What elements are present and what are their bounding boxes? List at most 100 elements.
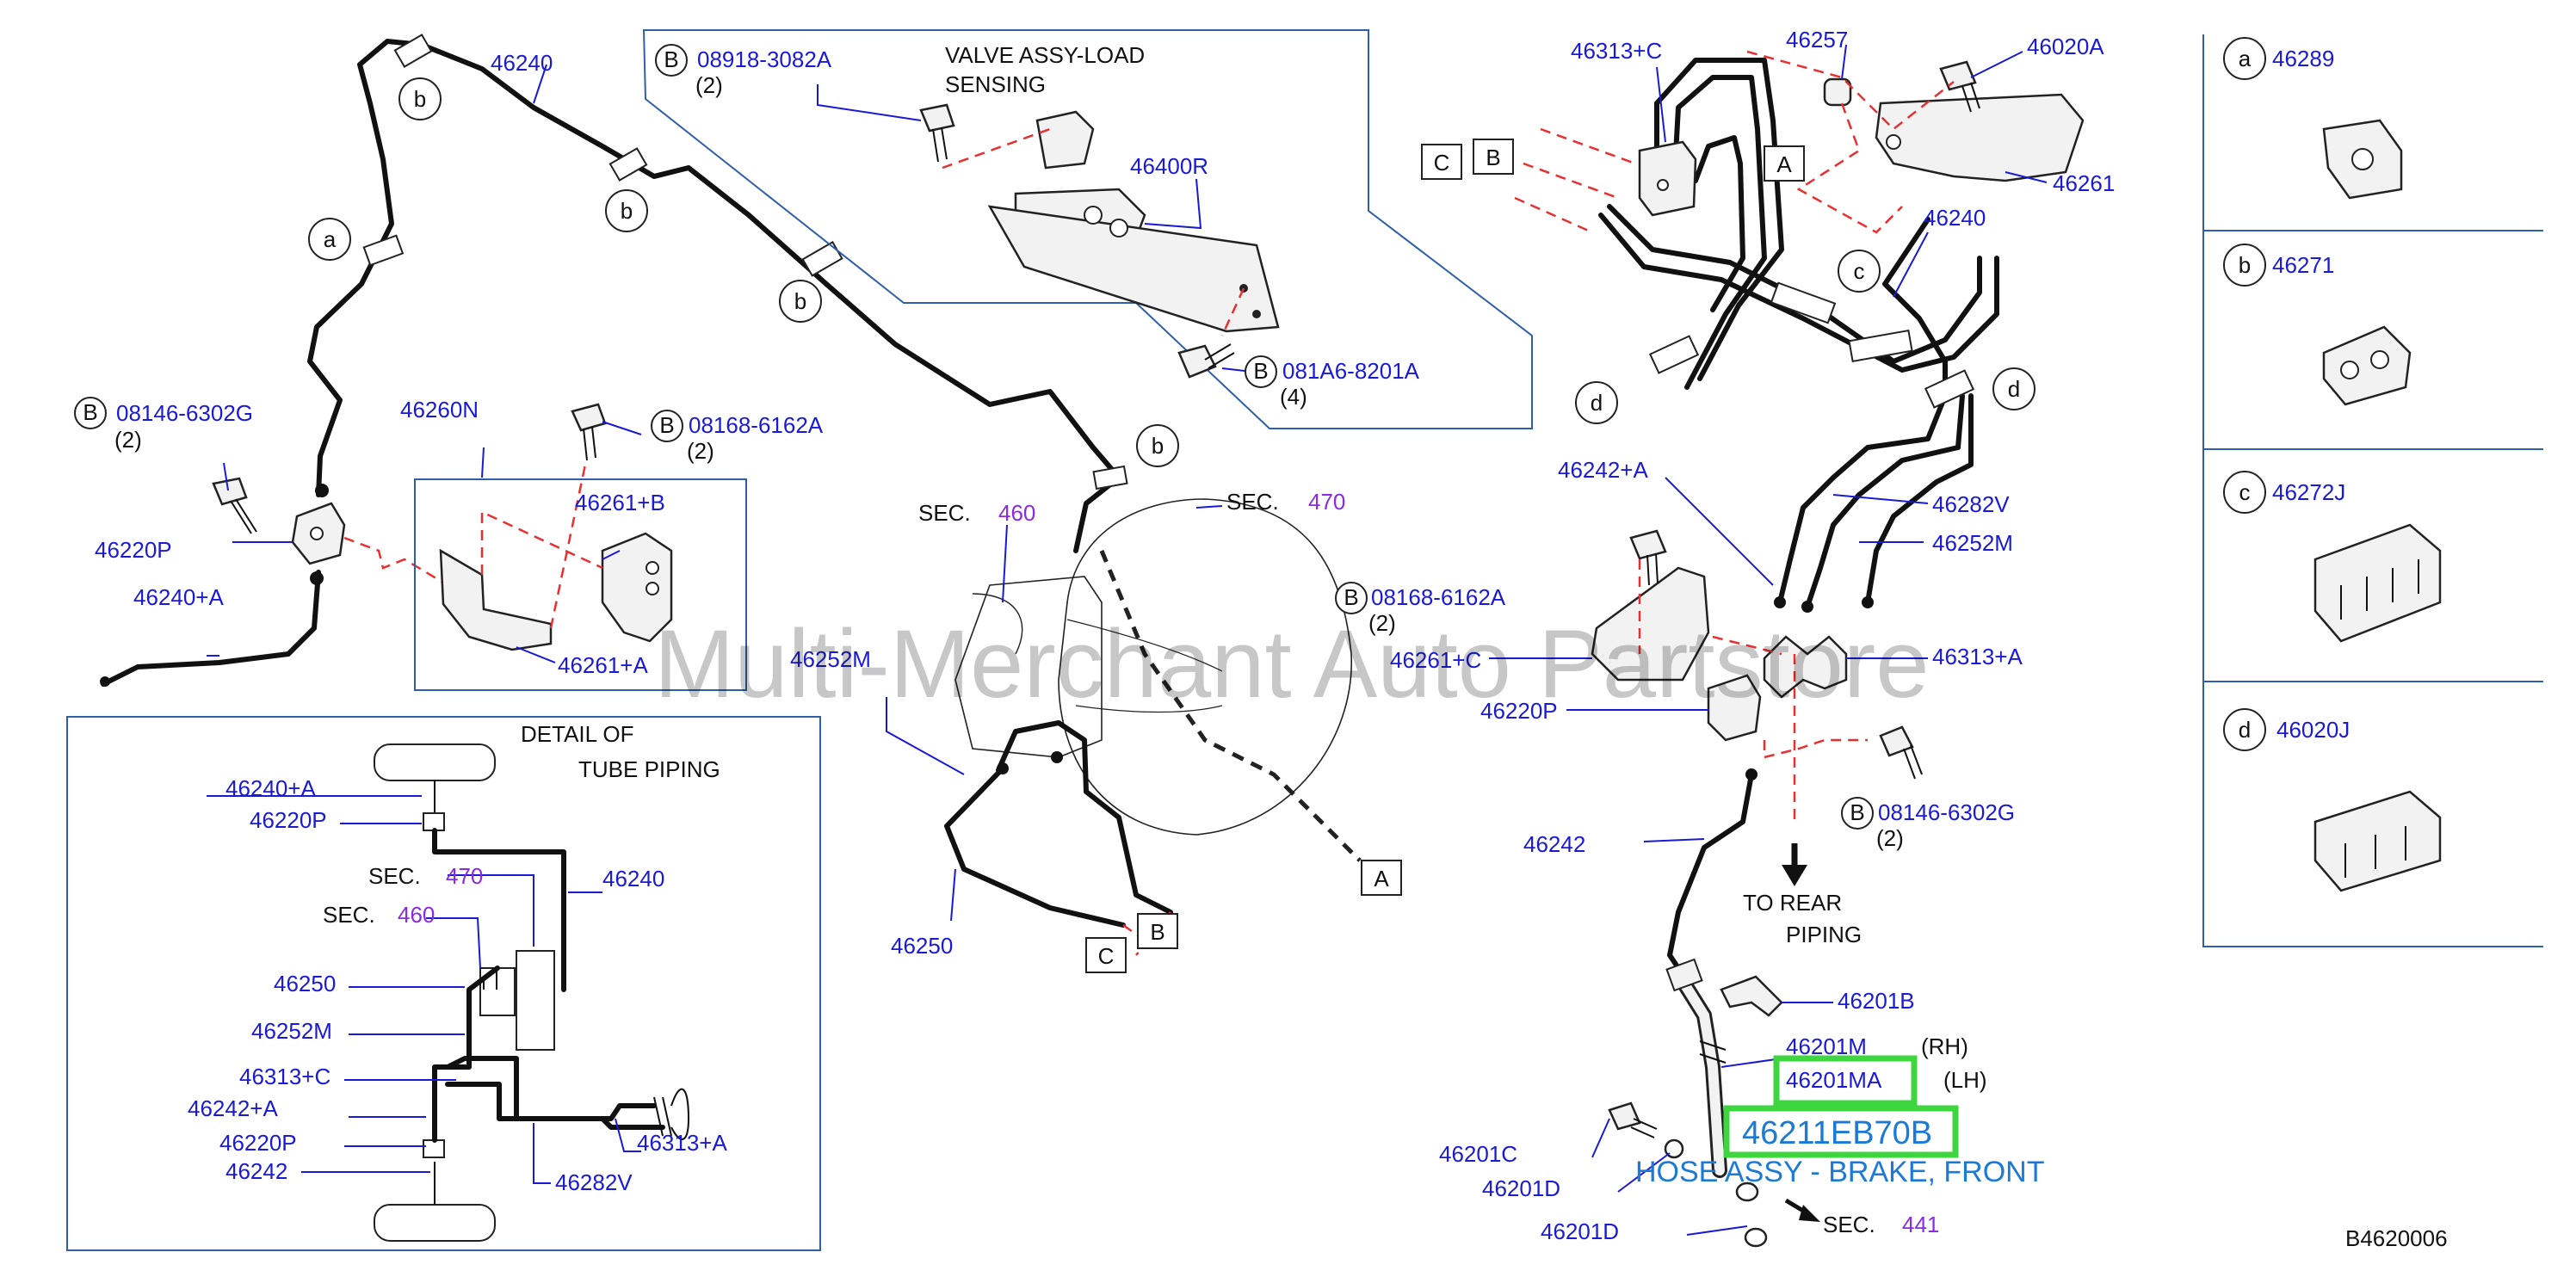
highlight-46201ma-box — [1773, 1055, 1918, 1107]
center-tube-242: 46242 — [1523, 831, 1585, 857]
detail-right-46240: 46240 — [602, 866, 664, 891]
right-sec441-num: 441 — [1902, 1212, 1939, 1237]
callout-box-a: A — [1776, 151, 1792, 177]
callout-box-c: C — [1098, 943, 1115, 969]
valve-assy-box — [642, 29, 1533, 429]
right-bolt: 08146-6302G — [1878, 799, 2015, 825]
callout-b: b — [1152, 433, 1164, 459]
right-rear-line1: TO REAR — [1743, 890, 1842, 916]
bracket-46260n — [439, 464, 673, 651]
detail-label-46252m: 46252M — [251, 1018, 332, 1044]
clip-b-icon — [393, 34, 433, 68]
left-connector: 46220P — [95, 537, 172, 563]
right-bolt-qty: (2) — [1876, 825, 1904, 851]
right-46257: 46257 — [1786, 27, 1848, 52]
right-46201m: 46201M — [1786, 1033, 1867, 1059]
right-lh: (LH) — [1943, 1067, 1987, 1093]
detail-label-46250: 46250 — [274, 971, 336, 996]
right-46242a: 46242+A — [1558, 457, 1648, 483]
callout-b: b — [794, 288, 806, 314]
clip-b-icon — [608, 147, 648, 182]
clip-46271-icon — [2322, 325, 2412, 406]
left-tube-top: 46240 — [491, 50, 553, 76]
bolt-icon — [571, 403, 607, 461]
bolt-marker-b: B — [1253, 358, 1268, 384]
detail-schematic — [374, 743, 690, 1242]
table-part-46020j: 46020J — [2276, 717, 2350, 743]
callout-a: a — [324, 226, 337, 252]
bolt-icon — [1939, 60, 1980, 113]
bolt-marker-b: B — [83, 399, 97, 425]
left-bracket-a: 46261+A — [558, 652, 648, 678]
diagram-code: B4620006 — [2345, 1225, 2448, 1251]
detail-right-46313a: 46313+A — [637, 1130, 727, 1156]
clip-46201b-icon — [1720, 975, 1783, 1017]
right-46252m: 46252M — [1932, 530, 2013, 556]
center-bracket-c: 46261+C — [1390, 647, 1481, 673]
valve-bolt-bottom: 081A6-8201A — [1282, 358, 1420, 384]
left-tube-group — [100, 34, 1128, 687]
callout-b: b — [621, 198, 633, 224]
right-46201d-b: 46201D — [1541, 1218, 1619, 1244]
right-46261: 46261 — [2053, 170, 2115, 196]
valve-bracket: 46400R — [1130, 153, 1208, 179]
right-46240: 46240 — [1924, 205, 1986, 231]
clip-d-icon — [1924, 369, 1975, 409]
clip-46020j-icon — [2313, 790, 2442, 892]
watermark: Multi-Merchant Auto Partstore — [654, 610, 1929, 718]
table-key-a: a — [2239, 46, 2252, 71]
clip-d-icon — [1648, 335, 1700, 374]
callout-c: c — [1854, 258, 1865, 284]
bracket-46261c-icon — [1591, 566, 1710, 682]
bolt-icon — [1608, 1101, 1658, 1138]
callout-box-a: A — [1374, 866, 1389, 891]
bolt-marker-b: B — [659, 412, 674, 438]
valve-title-line1: VALVE ASSY-LOAD — [945, 42, 1145, 68]
highlight-description: HOSE ASSY - BRAKE, FRONT — [1635, 1156, 2045, 1188]
valve-bolt-top-qty: (2) — [695, 72, 723, 98]
bolt-marker-b: B — [664, 46, 678, 72]
right-46201b: 46201B — [1838, 988, 1915, 1014]
bolt-marker-b: B — [1850, 799, 1864, 825]
center-tube-m: 46252M — [790, 646, 871, 672]
right-46313c: 46313+C — [1571, 38, 1662, 64]
left-bolt2: 08168-6162A — [689, 412, 824, 438]
callout-box-b: B — [1486, 145, 1500, 170]
brake-hose-46211eb70b — [1664, 958, 1768, 1248]
highlight-part-number[interactable]: 46211EB70B — [1742, 1115, 1932, 1151]
callout-box-b: B — [1150, 919, 1164, 945]
table-part-46272j: 46272J — [2272, 479, 2345, 505]
clip-b-icon — [1092, 465, 1128, 490]
center-bolt-qty: (2) — [1368, 610, 1396, 636]
valve-bolt-bottom-qty: (4) — [1280, 384, 1307, 410]
right-rh: (RH) — [1921, 1033, 1968, 1059]
table-part-46289: 46289 — [2272, 46, 2334, 71]
callout-d: d — [2008, 376, 2020, 402]
bolt-icon — [1629, 529, 1667, 586]
detail-sec460-num: 460 — [398, 902, 435, 928]
right-sec441: SEC. — [1823, 1212, 1875, 1237]
bolt-marker-b: B — [1344, 584, 1358, 610]
valve-bolt-top: 08918-3082A — [697, 46, 832, 72]
detail-label-46242a: 46242+A — [188, 1095, 278, 1121]
table-key-d: d — [2239, 717, 2251, 743]
detail-label-46220p: 46220P — [250, 807, 327, 833]
right-rear-line2: PIPING — [1786, 922, 1862, 947]
detail-right-46282v: 46282V — [555, 1169, 633, 1195]
center-sec-470-num: 470 — [1308, 489, 1345, 515]
center-bolt: 08168-6162A — [1371, 584, 1506, 610]
right-46282v: 46282V — [1932, 491, 2010, 517]
center-sec-460-num: 460 — [998, 500, 1035, 526]
left-bolt-qty: (2) — [114, 427, 142, 453]
grommet-46257-icon — [1823, 77, 1852, 107]
callout-shapes — [74, 37, 2266, 973]
highlight-part-box — [1723, 1105, 1959, 1158]
leader-lines — [207, 44, 2048, 1236]
clips-table — [2202, 34, 2543, 947]
detail-title-line1: DETAIL OF — [521, 721, 633, 747]
table-key-c: c — [2239, 479, 2251, 505]
left-bolt2-qty: (2) — [687, 438, 714, 464]
detail-sec460: SEC. — [323, 902, 375, 928]
bolt-icon — [1879, 725, 1923, 780]
